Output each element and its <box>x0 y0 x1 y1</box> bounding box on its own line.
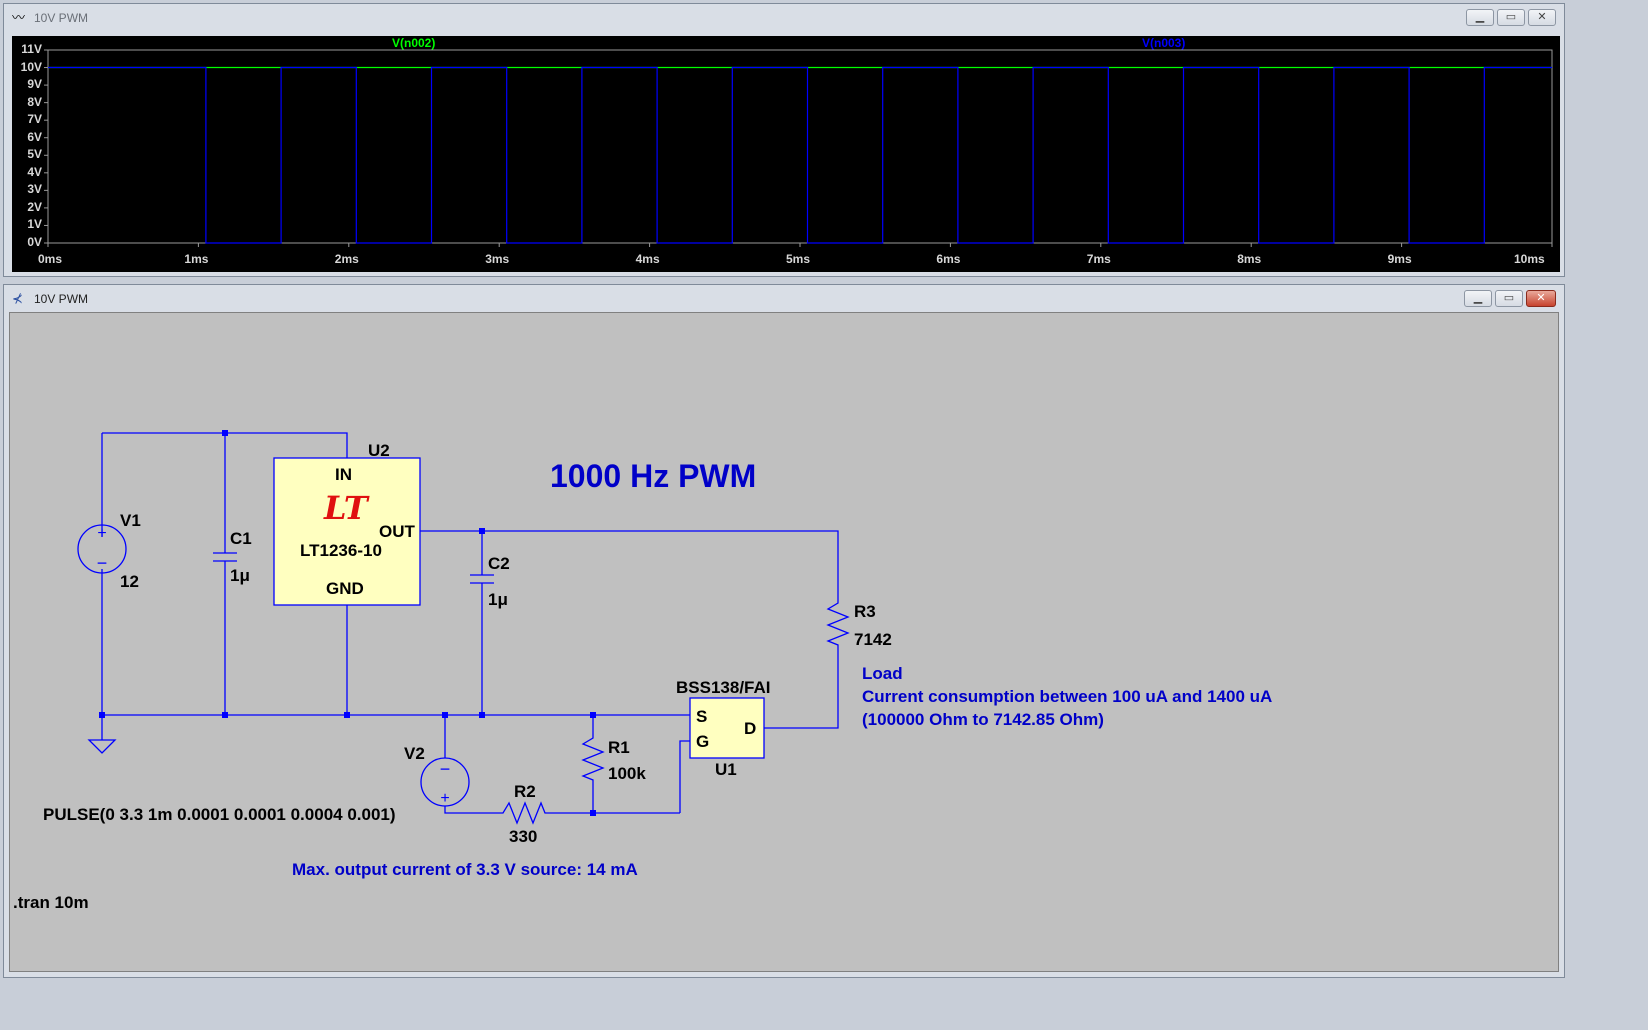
y-tick-label: 6V <box>27 129 42 144</box>
load-note-line2: (100000 Ohm to 7142.85 Ohm) <box>862 710 1104 729</box>
close-button[interactable]: ✕ <box>1528 9 1556 26</box>
r3-ref[interactable]: R3 <box>854 602 876 621</box>
v1-value[interactable]: 12 <box>120 572 139 591</box>
v1-ref[interactable]: V1 <box>120 511 141 530</box>
y-tick-label: 1V <box>27 217 42 232</box>
y-tick-label: 7V <box>27 112 42 127</box>
x-tick-label: 0ms <box>38 252 63 266</box>
x-tick-label: 2ms <box>334 252 359 266</box>
wire-top <box>102 432 348 458</box>
r3-value[interactable]: 7142 <box>854 630 892 649</box>
u2-pin-in: IN <box>335 465 352 484</box>
u1-box <box>689 697 765 759</box>
wire-v2-bottom <box>444 806 498 814</box>
c1-value[interactable]: 1μ <box>230 566 250 585</box>
y-tick-label: 3V <box>27 182 42 197</box>
ground-symbol <box>87 739 117 754</box>
r2-symbol <box>498 801 549 825</box>
u1-ref[interactable]: U1 <box>715 760 737 779</box>
y-tick-label: 2V <box>27 199 42 214</box>
r2-ref[interactable]: R2 <box>514 782 536 801</box>
v2-value[interactable]: PULSE(0 3.3 1m 0.0001 0.0001 0.0004 0.00… <box>43 805 396 824</box>
v1-symbol <box>77 524 127 574</box>
x-tick-label: 5ms <box>786 252 811 266</box>
x-tick-label: 3ms <box>485 252 510 266</box>
plot-frame <box>47 49 1553 244</box>
y-tick-label: 0V <box>27 235 42 249</box>
u2-part[interactable]: LT1236-10 <box>300 541 382 560</box>
r1-symbol <box>581 733 605 785</box>
schematic-titlebar[interactable]: ⊀ 10V PWM ▁ ▭ ✕ <box>4 285 1564 313</box>
y-tick-label: 4V <box>27 164 42 179</box>
u2-ref[interactable]: U2 <box>368 441 390 460</box>
svg-text:−: − <box>97 553 108 573</box>
y-tick-label: 11V <box>21 42 42 56</box>
u2-pin-out: OUT <box>379 522 415 541</box>
series-line-vn003[interactable] <box>48 66 1552 244</box>
trace-label-vn002[interactable]: V(n002) <box>392 36 436 50</box>
u2-pin-gnd: GND <box>326 579 364 598</box>
trace-label-vn003[interactable]: V(n003) <box>1142 36 1186 50</box>
x-tick-label: 9ms <box>1387 252 1412 266</box>
source-current-note[interactable]: Max. output current of 3.3 V source: 14 … <box>292 860 638 879</box>
u1-pin-d: D <box>744 719 757 738</box>
waveform-window-title: 10V PWM <box>34 11 89 25</box>
maximize-button[interactable]: ▭ <box>1497 9 1525 26</box>
c2-value[interactable]: 1μ <box>488 590 508 609</box>
waveform-app-icon: 〰 <box>12 10 26 25</box>
waveform-titlebar[interactable]: 〰 10V PWM ▁ ▭ ✕ <box>4 4 1564 32</box>
r2-value[interactable]: 330 <box>509 827 538 846</box>
tran-directive[interactable]: .tran 10m <box>13 893 89 912</box>
load-note[interactable]: Load Current consumption between 100 uA … <box>862 662 1272 731</box>
x-tick-label: 10ms <box>1514 252 1545 266</box>
u1-pin-g: G <box>696 732 710 751</box>
c2-ref[interactable]: C2 <box>488 554 510 573</box>
v2-symbol <box>420 757 470 807</box>
schematic-wires: + − − + <box>77 430 850 825</box>
load-note-title: Load <box>862 664 903 683</box>
close-button[interactable]: ✕ <box>1526 290 1556 307</box>
u1-part[interactable]: BSS138/FAI <box>676 678 771 697</box>
linear-tech-logo: LT <box>324 489 368 527</box>
svg-text:+: + <box>440 790 449 807</box>
y-tick-label: 5V <box>27 147 42 162</box>
maximize-button[interactable]: ▭ <box>1495 290 1523 307</box>
wire-out <box>420 530 839 598</box>
svg-text:−: − <box>440 759 451 779</box>
waveform-svg <box>44 49 1553 247</box>
x-tick-label: 6ms <box>936 252 961 266</box>
schematic-heading[interactable]: 1000 Hz PWM <box>550 458 757 494</box>
minimize-button[interactable]: ▁ <box>1464 290 1492 307</box>
u1-pin-s: S <box>696 707 708 726</box>
x-tick-label: 4ms <box>635 252 660 266</box>
y-tick-label: 8V <box>27 94 42 109</box>
x-tick-label: 1ms <box>184 252 209 266</box>
load-note-line1: Current consumption between 100 uA and 1… <box>862 687 1273 706</box>
schematic-window-title: 10V PWM <box>34 292 89 306</box>
minimize-button[interactable]: ▁ <box>1466 9 1494 26</box>
r1-value[interactable]: 100k <box>608 764 646 783</box>
schematic-app-icon: ⊀ <box>12 291 23 306</box>
r1-ref[interactable]: R1 <box>608 738 630 757</box>
u2-box <box>273 457 421 606</box>
v2-ref[interactable]: V2 <box>404 744 425 763</box>
svg-text:+: + <box>97 525 106 542</box>
c1-ref[interactable]: C1 <box>230 529 252 548</box>
r3-symbol <box>826 598 850 649</box>
waveform-plot[interactable]: V(n002) V(n003) 0V 1V 2V 3V 4V 5V 6V 7V 8V 9V 10V 1… <box>12 36 1560 272</box>
x-tick-label: 8ms <box>1237 252 1262 266</box>
x-tick-label: 7ms <box>1086 252 1111 266</box>
wire-gate <box>679 740 690 813</box>
schematic-canvas[interactable]: + − − + U2 IN LT OUT LT1236-10 GND V1 12… <box>9 312 1559 972</box>
y-tick-label: 9V <box>27 77 42 92</box>
y-tick-label: 10V <box>20 59 42 74</box>
wire-r3-drain <box>764 649 839 729</box>
